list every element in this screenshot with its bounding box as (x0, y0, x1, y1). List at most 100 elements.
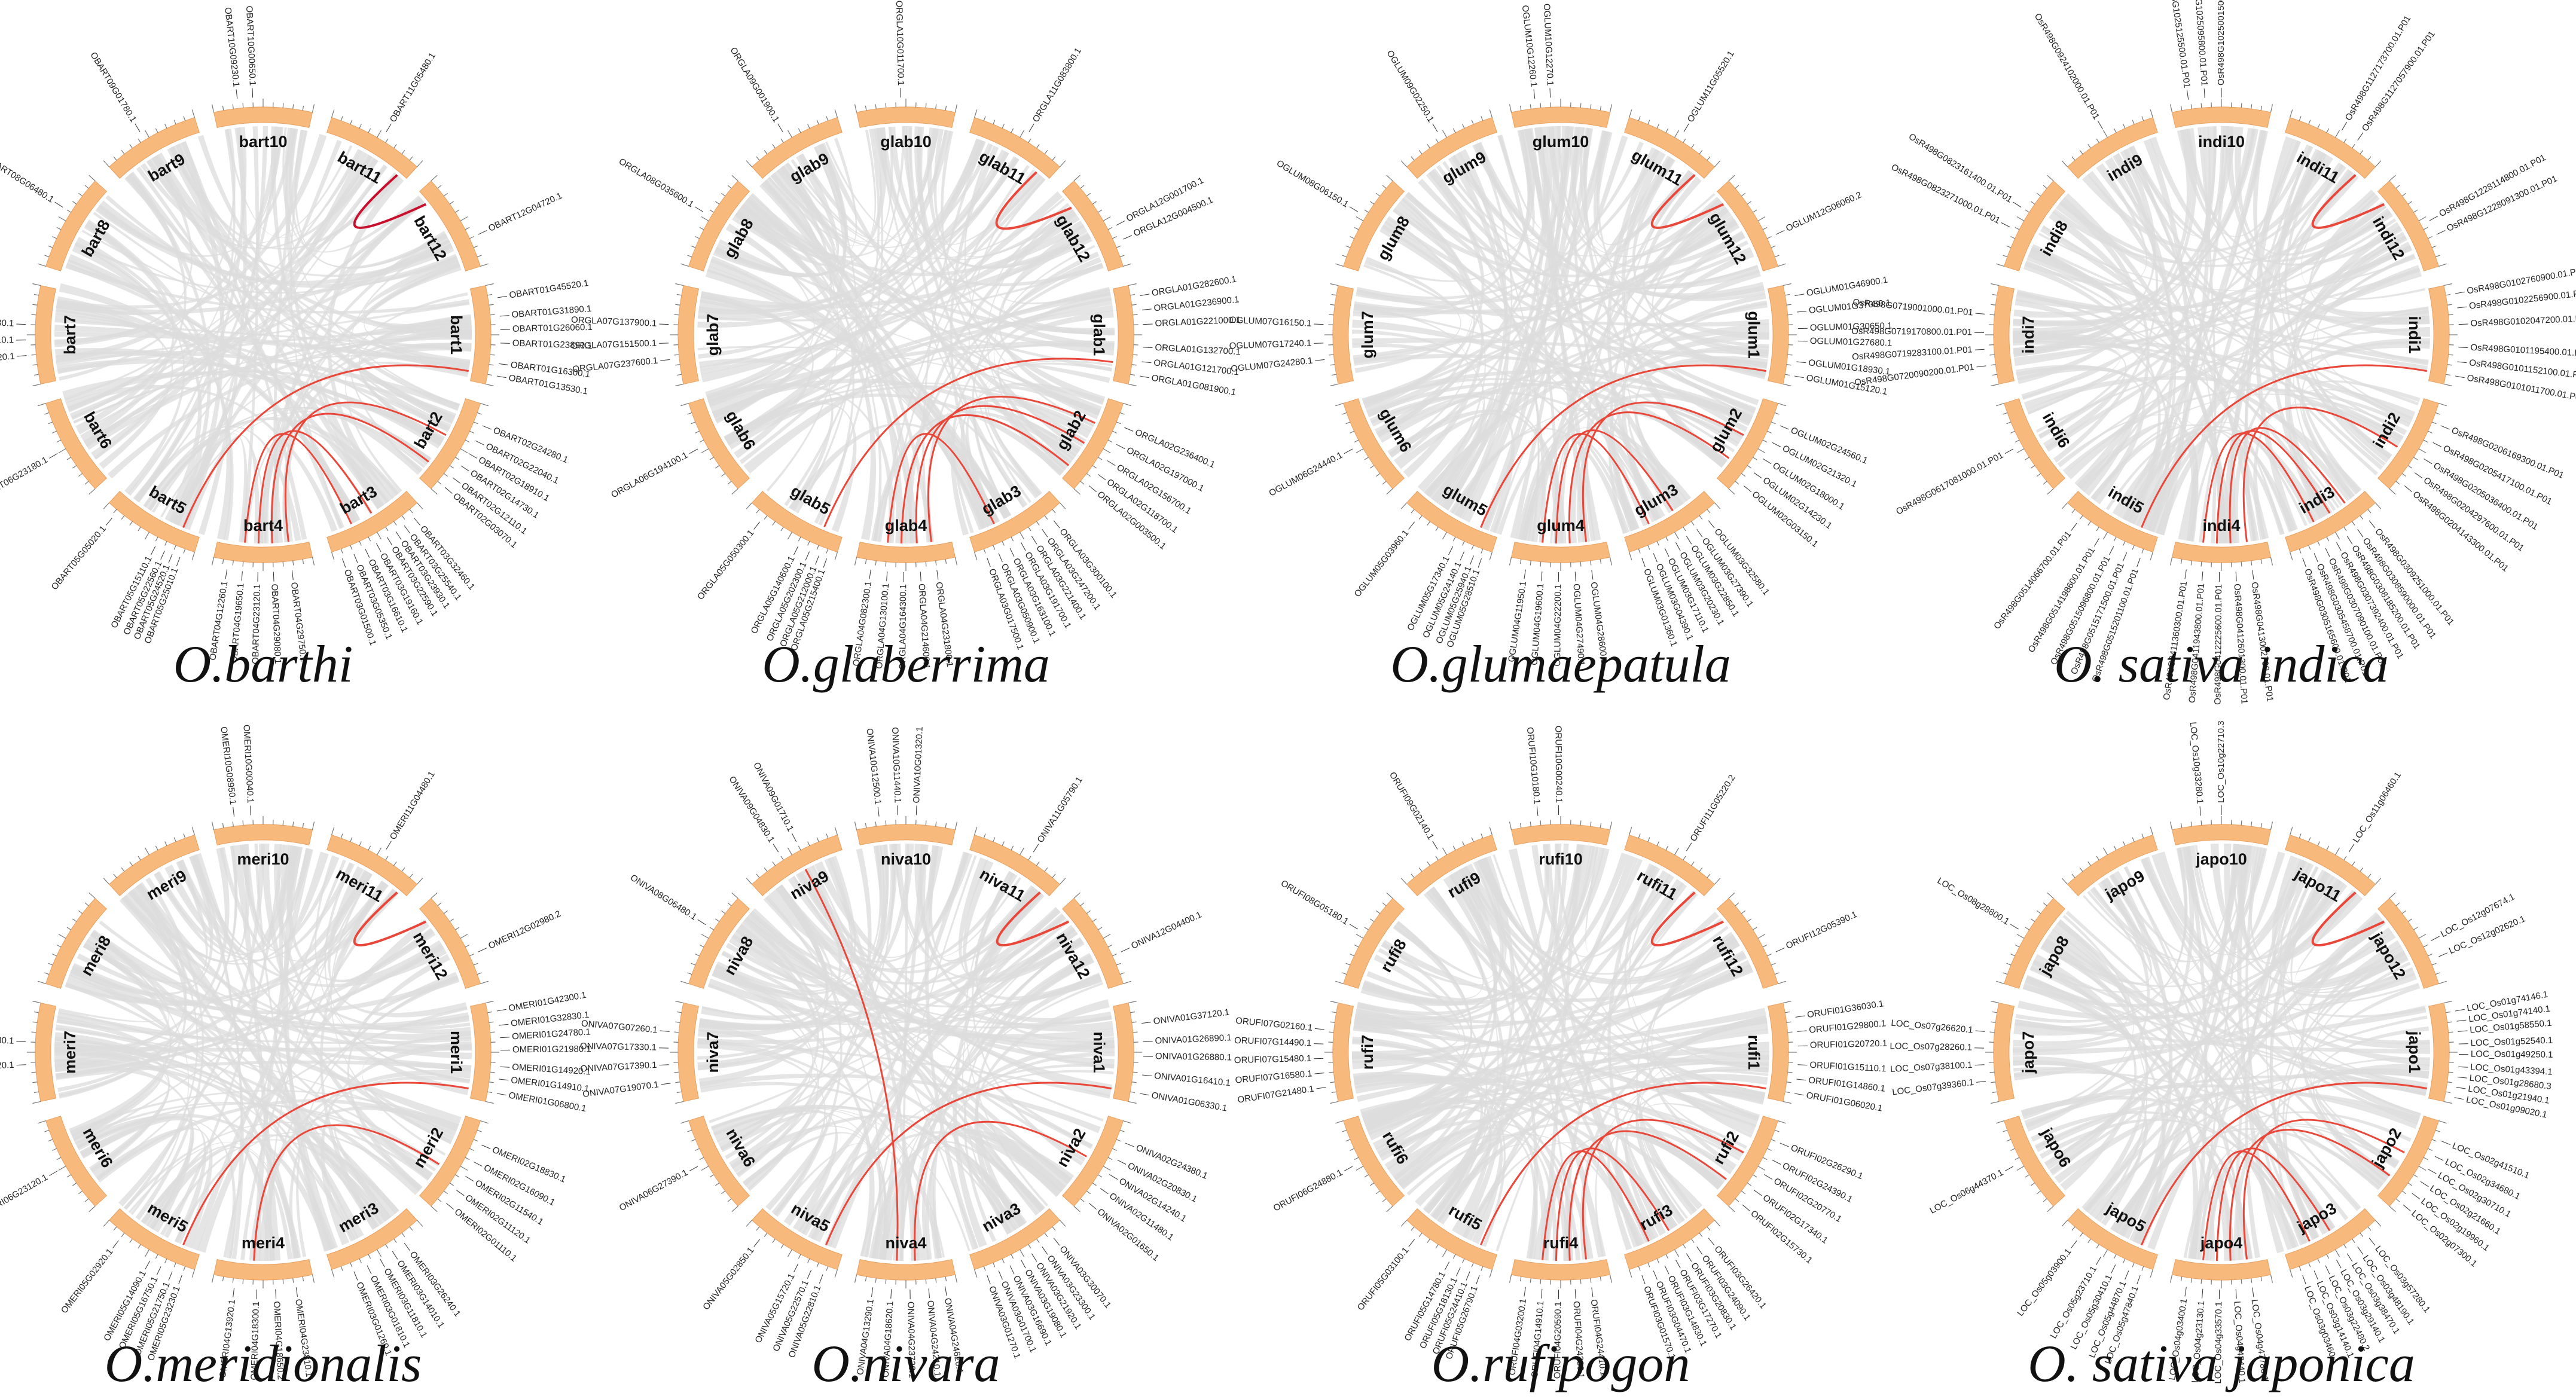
scale-tick (38, 1120, 46, 1124)
scale-tick (1036, 1238, 1040, 1243)
gene-marker (2302, 1275, 2306, 1285)
background-link (2045, 233, 2407, 452)
scale-tick (2025, 209, 2029, 213)
background-link (1362, 865, 1661, 1006)
background-link (1568, 331, 1769, 543)
scale-tick (1335, 980, 1344, 985)
scale-tick (191, 1269, 196, 1278)
gene-marker (823, 558, 827, 568)
background-link (879, 844, 927, 1260)
gene-marker (2122, 552, 2128, 561)
scale-tick (1783, 1101, 1791, 1104)
gene-marker (1524, 1287, 1526, 1297)
scale-tick (1762, 439, 1768, 443)
scale-tick (1489, 109, 1493, 118)
scale-tick (1059, 878, 1066, 885)
scale-tick (1783, 283, 1791, 286)
gene-marker (1408, 1239, 1415, 1247)
background-link (363, 255, 472, 331)
chromosome-label: indi4 (2202, 517, 2240, 534)
scale-tick (2389, 175, 2396, 182)
scale-tick (312, 557, 315, 566)
chromosome-label: bart1 (447, 315, 465, 355)
gene-marker (176, 557, 181, 567)
scale-tick (1442, 130, 1448, 138)
chromosome-label: meri7 (61, 1031, 79, 1074)
scale-tick (473, 963, 478, 966)
scale-tick (1674, 130, 1680, 138)
scale-tick (787, 847, 793, 856)
gene-marker (473, 1161, 483, 1167)
background-link (814, 851, 969, 1243)
scale-tick (2102, 532, 2108, 540)
scale-tick (1628, 827, 1632, 835)
scale-tick (1735, 1198, 1739, 1202)
gene-marker (54, 201, 63, 208)
scale-tick (1345, 421, 1351, 424)
scale-tick (409, 509, 413, 514)
gene-marker (2125, 1270, 2129, 1280)
gene-label: LOC_Os01g52540.1 (2470, 1035, 2553, 1049)
gene-marker (1664, 548, 1669, 557)
gene-marker (1432, 841, 1438, 850)
chromosome-japo5 (2067, 1208, 2158, 1270)
gene-label: ONIVA08G06480.1 (628, 872, 698, 922)
syntenic-link (1555, 429, 1674, 543)
background-link (2136, 434, 2224, 543)
scale-tick (1356, 933, 1364, 939)
scale-tick (834, 552, 838, 560)
gene-marker (2436, 230, 2446, 235)
gene-marker (2369, 520, 2376, 529)
background-link (65, 384, 338, 532)
syntenic-link (823, 358, 1113, 527)
gene-marker (112, 1240, 119, 1248)
scale-tick (359, 124, 362, 129)
scale-tick (2407, 918, 2412, 922)
scale-tick (1735, 185, 1739, 189)
gene-marker (871, 1287, 874, 1297)
scale-tick (826, 548, 829, 554)
scale-tick (485, 1000, 494, 1004)
scale-tick (1427, 1238, 1430, 1243)
scale-tick (709, 209, 714, 213)
scale-tick (88, 175, 96, 182)
gene-label: ORUFI08G05180.1 (1279, 878, 1350, 927)
chromosome-glab1 (1112, 285, 1134, 385)
chromosome-meri10 (213, 824, 313, 846)
gene-label: ORGLA11G083800.1 (1031, 46, 1083, 124)
scale-tick (1638, 833, 1641, 839)
gene-marker (387, 537, 393, 546)
scale-tick (2241, 103, 2242, 108)
gene-marker (2325, 1265, 2330, 1275)
scale-ticks (1728, 1120, 1786, 1212)
chromosome-glab9 (751, 117, 843, 179)
chromosome-label: meri10 (237, 850, 289, 868)
scale-tick (2367, 1226, 2371, 1231)
scale-tick (701, 216, 709, 222)
scale-ticks (1996, 892, 2054, 985)
gene-marker (1470, 555, 1474, 565)
scale-tick (2401, 193, 2406, 197)
scale-tick (1103, 933, 1111, 939)
scale-tick (701, 448, 709, 454)
scale-tick (1435, 856, 1439, 860)
gene-marker (1141, 1022, 1151, 1024)
background-link (725, 884, 833, 988)
scale-ticks (2169, 99, 2273, 113)
gene-marker (2412, 1193, 2421, 1200)
scale-tick (1342, 1129, 1347, 1132)
gene-label: OGLUM05G03960.1 (1352, 528, 1411, 599)
scale-tick (416, 502, 423, 509)
gene-marker (753, 1239, 760, 1247)
scale-tick (1714, 160, 1721, 167)
gene-label: ONIVA07G17390.1 (580, 1060, 657, 1074)
scale-tick (489, 304, 494, 306)
gene-label: ONIVA10G12500.1 (864, 728, 883, 805)
scale-tick (1330, 304, 1335, 306)
species-caption: O.nivara (811, 1335, 1000, 1393)
gene-marker (659, 323, 669, 325)
scale-tick (2061, 502, 2068, 509)
scale-tick (385, 856, 389, 860)
gene-marker (1033, 844, 1039, 853)
scale-tick (1400, 502, 1408, 509)
